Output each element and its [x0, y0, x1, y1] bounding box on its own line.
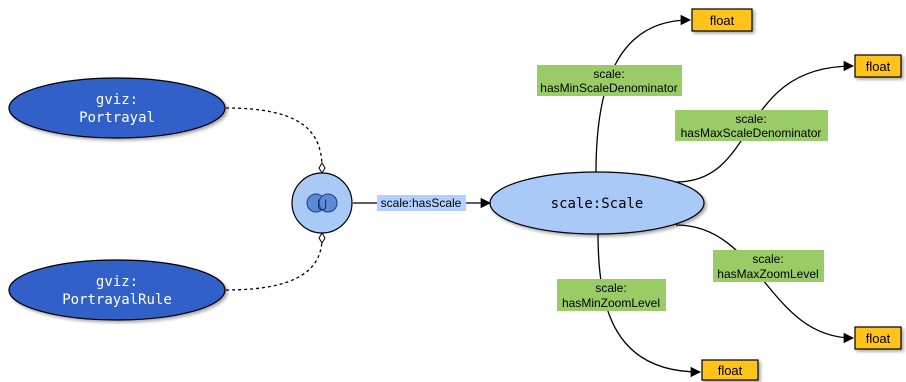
float-node-top[interactable]	[691, 8, 753, 32]
has-scale-label: scale:hasScale	[381, 196, 462, 210]
scale-node[interactable]	[489, 171, 705, 235]
min-scale-label-line1: scale:	[593, 67, 624, 81]
portrayalrule-to-union-edge	[225, 237, 323, 291]
union-icon: ⋃	[317, 197, 327, 211]
min-scale-label-line2: hasMinScaleDenominator	[540, 81, 677, 95]
max-zoom-label-bg	[713, 250, 824, 282]
min-zoom-edge	[597, 232, 702, 378]
portrayal-node[interactable]	[8, 77, 226, 139]
float-label-right-bottom: float	[866, 331, 891, 346]
max-scale-label-line2: hasMaxScaleDenominator	[681, 126, 822, 140]
min-zoom-label-line1: scale:	[595, 281, 626, 295]
portrayal-rule-node[interactable]	[8, 259, 226, 321]
min-zoom-label-bg	[557, 279, 666, 311]
float-node-bottom[interactable]	[701, 359, 759, 381]
float-node-right-bottom[interactable]	[854, 326, 902, 350]
max-zoom-label-line1: scale:	[752, 252, 783, 266]
union-top-diamond	[318, 162, 326, 174]
union-bottom-diamond	[318, 232, 326, 244]
portrayal-rule-label-line1: gviz:	[96, 274, 138, 290]
min-zoom-label-line2: hasMinZoomLevel	[562, 296, 660, 310]
portrayal-label-line1: gviz:	[96, 92, 138, 108]
min-scale-label-bg	[537, 65, 682, 96]
max-scale-label-bg	[675, 110, 828, 141]
scale-node-label: scale:Scale	[551, 196, 644, 212]
portrayal-label-line2: Portrayal	[79, 110, 155, 126]
venn-right-circle	[318, 193, 338, 213]
portrayal-rule-label-line2: PortrayalRule	[62, 292, 172, 308]
float-label-bottom: float	[718, 363, 743, 378]
portrayal-to-union-edge	[225, 107, 323, 169]
float-node-right-top[interactable]	[854, 54, 902, 78]
float-label-top: float	[710, 13, 735, 28]
union-node[interactable]	[291, 172, 353, 234]
max-scale-label-line1: scale:	[735, 112, 766, 126]
max-zoom-label-line2: hasMaxZoomLevel	[717, 267, 818, 281]
float-label-right-top: float	[866, 59, 891, 74]
has-scale-label-bg	[377, 195, 466, 211]
